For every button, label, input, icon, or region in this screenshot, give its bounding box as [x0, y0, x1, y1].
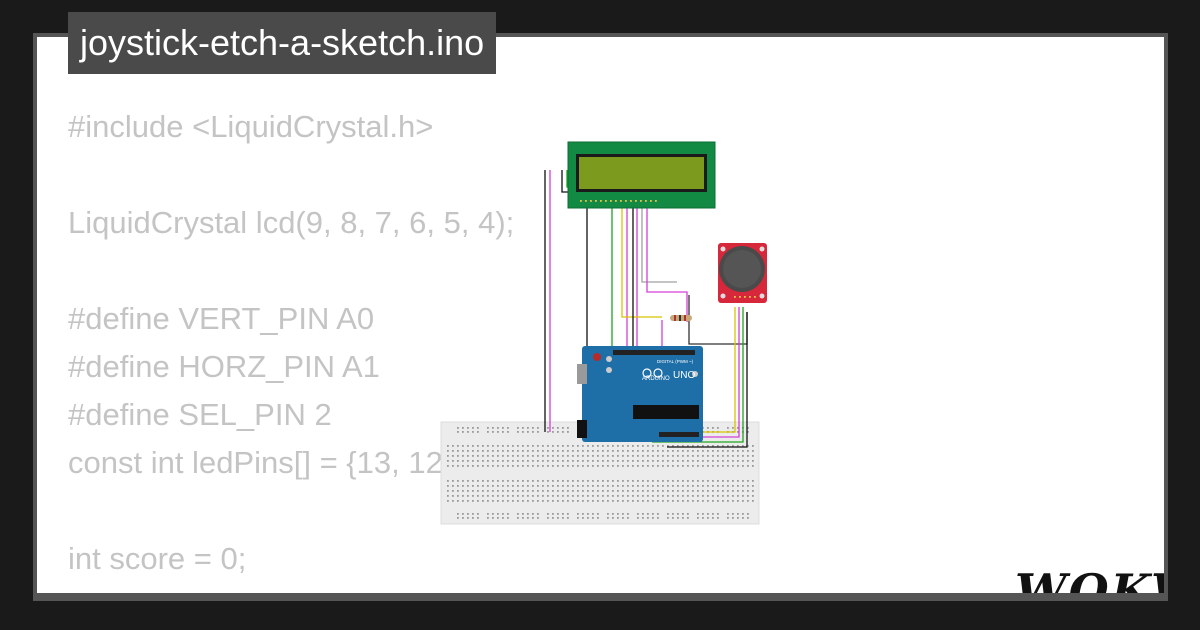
code-line: #include <LiquidCrystal.h> [68, 109, 434, 144]
wokwi-logo: WOKWi [1015, 564, 1164, 593]
code-line: #define SEL_PIN 2 [68, 397, 332, 432]
breadboard [440, 421, 760, 525]
board-model: UNO [673, 370, 695, 381]
board-brand: ARDUINO [642, 376, 670, 382]
lcd-display [567, 141, 716, 209]
joystick-module [718, 243, 767, 303]
project-title: joystick-etch-a-sketch.ino [68, 12, 497, 74]
board-header-label: DIGITAL (PWM ~) [657, 359, 694, 364]
code-line: int score = 0; [68, 541, 247, 576]
code-line: bool isLedOn = false; [68, 583, 563, 593]
code-line: #define VERT_PIN A0 [68, 301, 375, 336]
code-line: #define HORZ_PIN A1 [68, 349, 380, 384]
arduino-uno-board: DIGITAL (PWM ~) ARDUINO UNO [577, 346, 703, 442]
resistor [670, 315, 692, 321]
preview-card: #include <LiquidCrystal.h> LiquidCrystal… [37, 37, 1164, 593]
circuit-diagram: DIGITAL (PWM ~) ARDUINO UNO [440, 141, 767, 525]
code-line: LiquidCrystal lcd(9, 8, 7, 6, 5, 4); [68, 205, 515, 240]
